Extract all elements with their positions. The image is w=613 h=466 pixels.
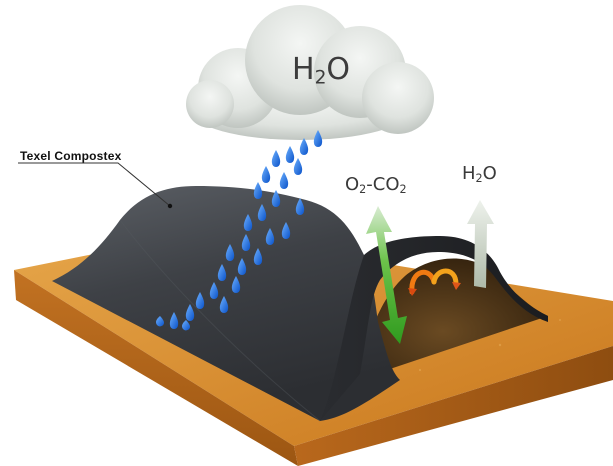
- rain-drop: [257, 204, 267, 221]
- rain-drop: [182, 320, 191, 331]
- rain-drop: [293, 158, 303, 175]
- gas-exchange-arrow: [366, 206, 407, 344]
- rain-drop: [217, 264, 227, 281]
- rain-drop: [261, 166, 271, 183]
- oxygen-main: O: [345, 174, 360, 195]
- rain-drop: [253, 182, 263, 199]
- rain-drops: [156, 130, 323, 331]
- cloud-formula-main: H: [292, 52, 315, 87]
- cloud-water-formula: H2O: [292, 52, 350, 89]
- cloud-formula-tail: O: [326, 52, 351, 87]
- oxygen-sub: 2: [359, 182, 367, 196]
- compost-pile: [357, 258, 548, 380]
- ground-front: [14, 270, 298, 466]
- rain-drop: [295, 198, 305, 215]
- rain-drop: [209, 282, 219, 299]
- heat-arrows: [408, 268, 461, 296]
- carbon-dioxide-sub: 2: [399, 182, 407, 196]
- rain-drop: [231, 276, 241, 293]
- vapor-formula-tail: O: [482, 163, 497, 184]
- gas-dash: -: [366, 174, 373, 195]
- rain-drop: [299, 138, 309, 155]
- ground-right: [294, 346, 613, 466]
- label-leader-dot: [167, 203, 173, 209]
- cover-end-arch: [320, 236, 548, 421]
- rain-drop: [281, 222, 291, 239]
- vapor-formula: H2O: [462, 163, 497, 185]
- rain-drop: [243, 214, 253, 231]
- label-leader-line: [18, 162, 171, 207]
- vapor-formula-sub: 2: [475, 171, 483, 185]
- cloud-formula-sub: 2: [314, 67, 327, 89]
- rain-drop: [253, 248, 263, 265]
- rain-drop: [271, 190, 281, 207]
- gas-exchange-formula: O2-CO2: [345, 174, 407, 196]
- rain-drop: [195, 292, 205, 309]
- rain-drop: [237, 258, 247, 275]
- rain-drop: [265, 228, 275, 245]
- rain-drop: [225, 244, 235, 261]
- rain-drop: [241, 234, 251, 251]
- rain-drop: [219, 296, 229, 313]
- rain-drop: [285, 146, 295, 163]
- rain-drop: [169, 312, 179, 329]
- rain-drop: [156, 316, 165, 327]
- rain-drop: [279, 172, 289, 189]
- vapor-formula-main: H: [462, 163, 476, 184]
- rain-drop: [271, 150, 281, 167]
- product-label: Texel Compostex: [20, 149, 122, 163]
- rain-drop: [313, 130, 323, 147]
- rain-drop: [185, 304, 195, 321]
- cloud: [186, 5, 434, 140]
- carbon-dioxide-main: CO: [372, 174, 400, 195]
- vapor-arrow: [467, 200, 494, 288]
